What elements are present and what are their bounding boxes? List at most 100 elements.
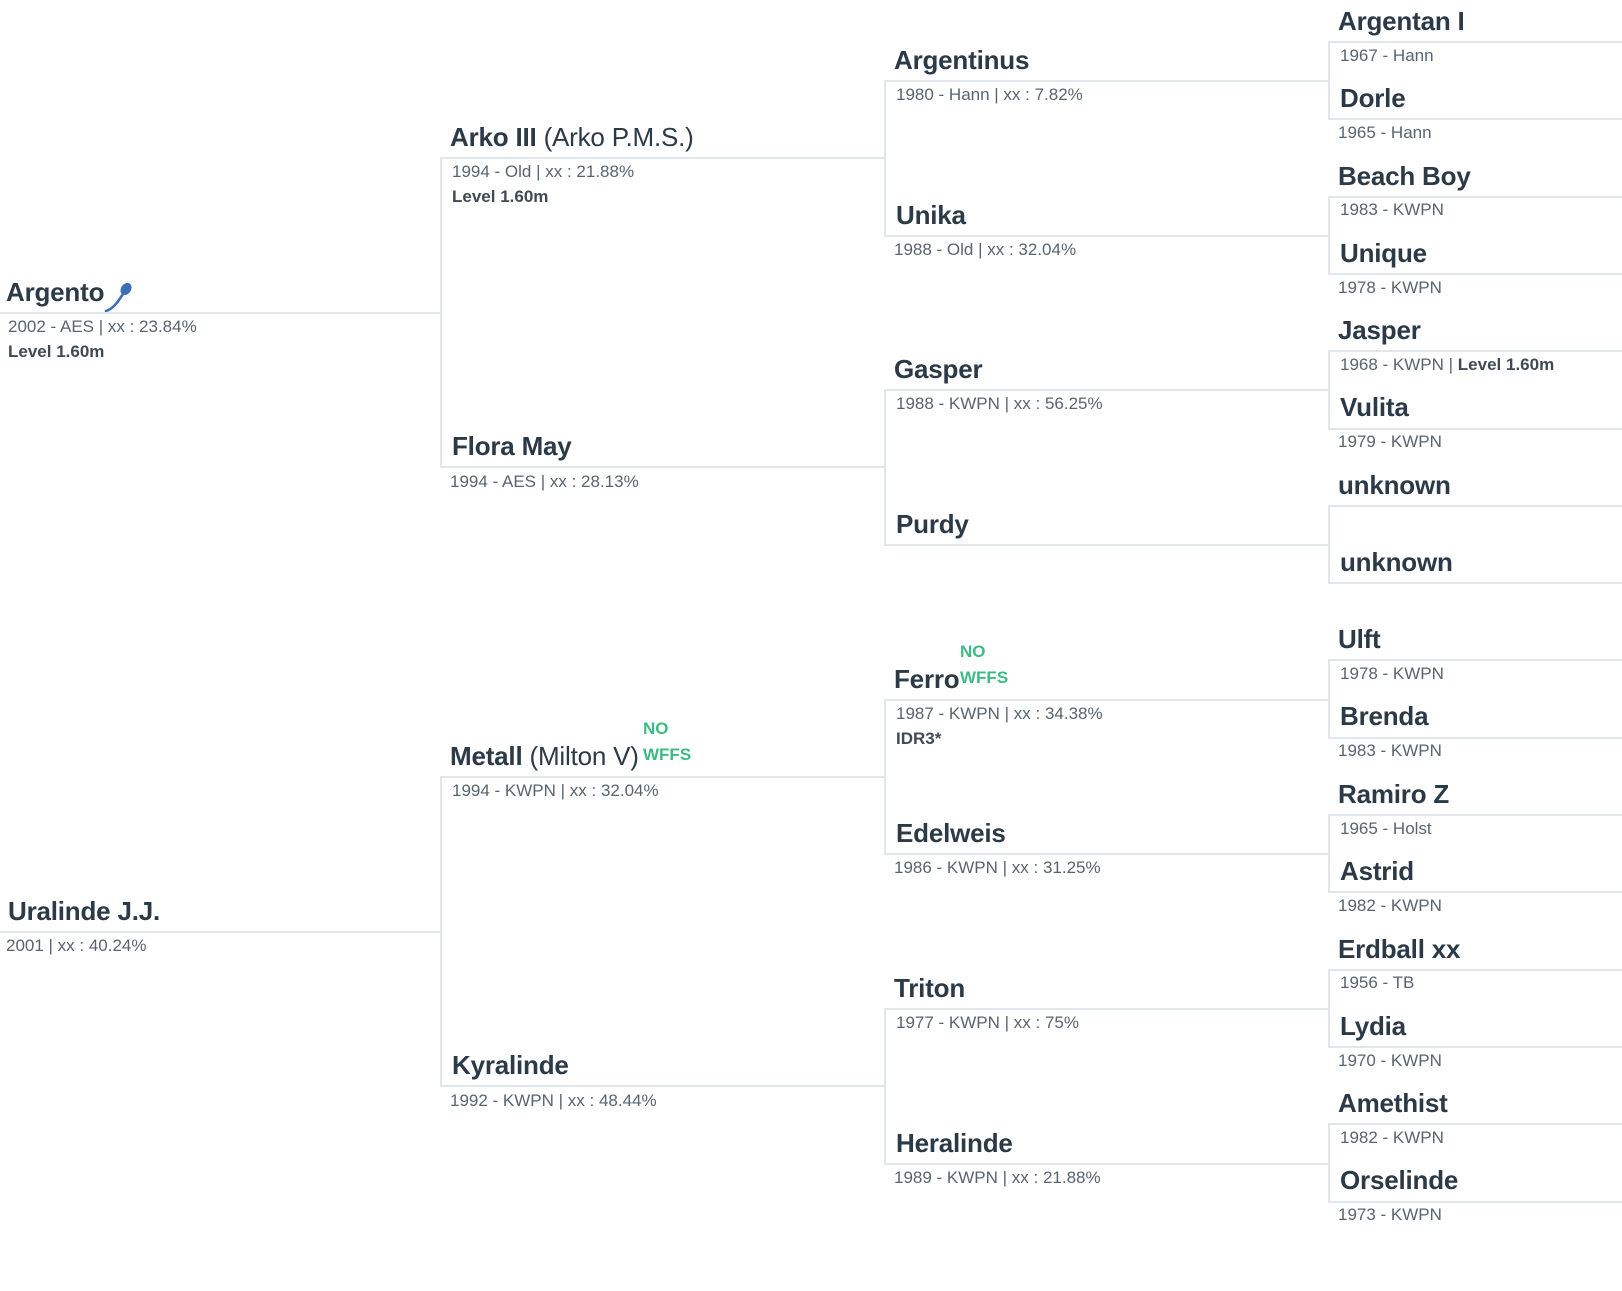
horse-name[interactable]: Astrid <box>1340 856 1414 886</box>
connector-line <box>1328 1123 1622 1125</box>
horse-name[interactable]: Erdball xx <box>1338 934 1461 964</box>
connector-line <box>1328 41 1330 119</box>
connector-line <box>884 80 1330 82</box>
connector-line <box>1328 196 1622 198</box>
horse-info: 1978 - KWPN <box>1338 278 1442 297</box>
horse-name[interactable]: Ramiro Z <box>1338 779 1450 809</box>
connector-line <box>884 235 1330 237</box>
wffs-status-badge: NO WFFS <box>960 642 1009 687</box>
connector-line <box>1328 737 1622 739</box>
horse-info: 1988 - Old | xx : 32.04% <box>894 240 1077 259</box>
horse-info: 1983 - KWPN <box>1338 741 1442 760</box>
horse-name[interactable]: Argentinus <box>894 45 1030 75</box>
connector-line <box>1328 505 1330 583</box>
connector-line <box>884 544 1330 546</box>
horse-rating: IDR3* <box>896 729 942 748</box>
horse-name[interactable]: Dorle <box>1340 83 1406 113</box>
horse-name[interactable]: unknown <box>1338 470 1451 500</box>
horse-info: 2001 | xx : 40.24% <box>6 936 147 955</box>
horse-info: 1980 - Hann | xx : 7.82% <box>896 85 1083 104</box>
connector-line <box>1328 1123 1330 1202</box>
connector-line <box>1328 196 1330 274</box>
horse-name[interactable]: Unika <box>896 200 966 230</box>
horse-info: 1989 - KWPN | xx : 21.88% <box>894 1168 1101 1187</box>
connector-line <box>884 699 886 855</box>
connector-line <box>1328 582 1622 584</box>
horse-name[interactable]: Uralinde J.J. <box>8 896 161 926</box>
horse-info: 2002 - AES | xx : 23.84% <box>8 317 197 336</box>
connector-line <box>1328 273 1622 275</box>
horse-info: 1973 - KWPN <box>1338 1205 1442 1224</box>
wffs-status-badge: NO WFFS <box>643 719 692 764</box>
horse-name[interactable]: Purdy <box>896 509 969 539</box>
connector-line <box>1328 505 1622 507</box>
connector-line <box>1328 814 1622 816</box>
horse-info: 1956 - TB <box>1340 973 1415 992</box>
horse-info: 1965 - Holst <box>1340 819 1432 838</box>
connector-line <box>1328 891 1622 893</box>
horse-info: 1994 - AES | xx : 28.13% <box>450 472 639 491</box>
connector-line <box>0 931 442 933</box>
horse-info: 1992 - KWPN | xx : 48.44% <box>450 1091 657 1110</box>
horse-name[interactable]: Brenda <box>1340 701 1429 731</box>
horse-name[interactable]: unknown <box>1340 547 1453 577</box>
horse-name[interactable]: Arko III (Arko P.M.S.) <box>450 122 694 152</box>
horse-info: 1987 - KWPN | xx : 34.38% <box>896 704 1103 723</box>
horse-name[interactable]: Metall (Milton V) <box>450 741 639 771</box>
horse-info: 1986 - KWPN | xx : 31.25% <box>894 858 1101 877</box>
horse-name[interactable]: Heralinde <box>896 1128 1013 1158</box>
connector-line <box>884 80 886 236</box>
connector-line <box>884 853 1330 855</box>
connector-line <box>1328 969 1622 971</box>
connector-line <box>1328 659 1622 661</box>
horse-name[interactable]: Orselinde <box>1340 1165 1459 1195</box>
horse-level: Level 1.60m <box>8 342 105 361</box>
horse-name[interactable]: Argento <box>6 277 105 307</box>
horse-name[interactable]: Unique <box>1340 238 1427 268</box>
horse-name[interactable]: Argentan I <box>1338 6 1465 36</box>
horse-name[interactable]: Ulft <box>1338 624 1381 654</box>
connector-line <box>884 1008 1330 1010</box>
connector-line <box>0 312 442 314</box>
horse-info: 1979 - KWPN <box>1338 432 1442 451</box>
horse-info: 1982 - KWPN <box>1338 896 1442 915</box>
horse-name[interactable]: Kyralinde <box>452 1050 569 1080</box>
connector-line <box>440 157 886 159</box>
horse-name[interactable]: Amethist <box>1338 1088 1448 1118</box>
horse-name[interactable]: Edelweis <box>896 818 1006 848</box>
horse-name[interactable]: Flora May <box>452 431 572 461</box>
horse-info: 1988 - KWPN | xx : 56.25% <box>896 394 1103 413</box>
horse-info: 1994 - KWPN | xx : 32.04% <box>452 781 659 800</box>
horse-level: Level 1.60m <box>1457 355 1555 374</box>
horse-info: 1967 - Hann <box>1340 46 1434 65</box>
horse-name[interactable]: Gasper <box>894 354 983 384</box>
connector-line <box>440 466 886 468</box>
horse-info: 1982 - KWPN <box>1340 1128 1444 1147</box>
connector-line <box>440 1085 886 1087</box>
horse-alias: (Milton V) <box>529 741 639 771</box>
connector-line <box>440 776 442 1086</box>
connector-line <box>884 389 1330 391</box>
horse-info: 1965 - Hann <box>1338 123 1432 142</box>
horse-name[interactable]: Lydia <box>1340 1011 1406 1041</box>
connector-line <box>1328 814 1330 892</box>
horse-info: 1994 - Old | xx : 21.88% <box>452 162 635 181</box>
connector-line <box>884 1163 1330 1165</box>
horse-name[interactable]: Jasper <box>1338 315 1421 345</box>
horse-name[interactable]: Ferro <box>894 664 960 694</box>
horse-info: 1983 - KWPN <box>1340 200 1444 219</box>
horse-level: Level 1.60m <box>452 187 549 206</box>
connector-line <box>1328 969 1330 1047</box>
connector-line <box>1328 118 1622 120</box>
connector-line <box>440 776 886 778</box>
horse-name[interactable]: Beach Boy <box>1338 161 1471 191</box>
horse-name[interactable]: Vulita <box>1340 392 1409 422</box>
connector-line <box>884 699 1330 701</box>
connector-line <box>1328 1046 1622 1048</box>
horse-name[interactable]: Triton <box>894 973 966 1003</box>
horse-info: 1968 - KWPN | Level 1.60m <box>1340 355 1555 374</box>
connector-line <box>1328 428 1622 430</box>
sperm-icon <box>104 282 132 313</box>
horse-alias: (Arko P.M.S.) <box>543 122 694 152</box>
